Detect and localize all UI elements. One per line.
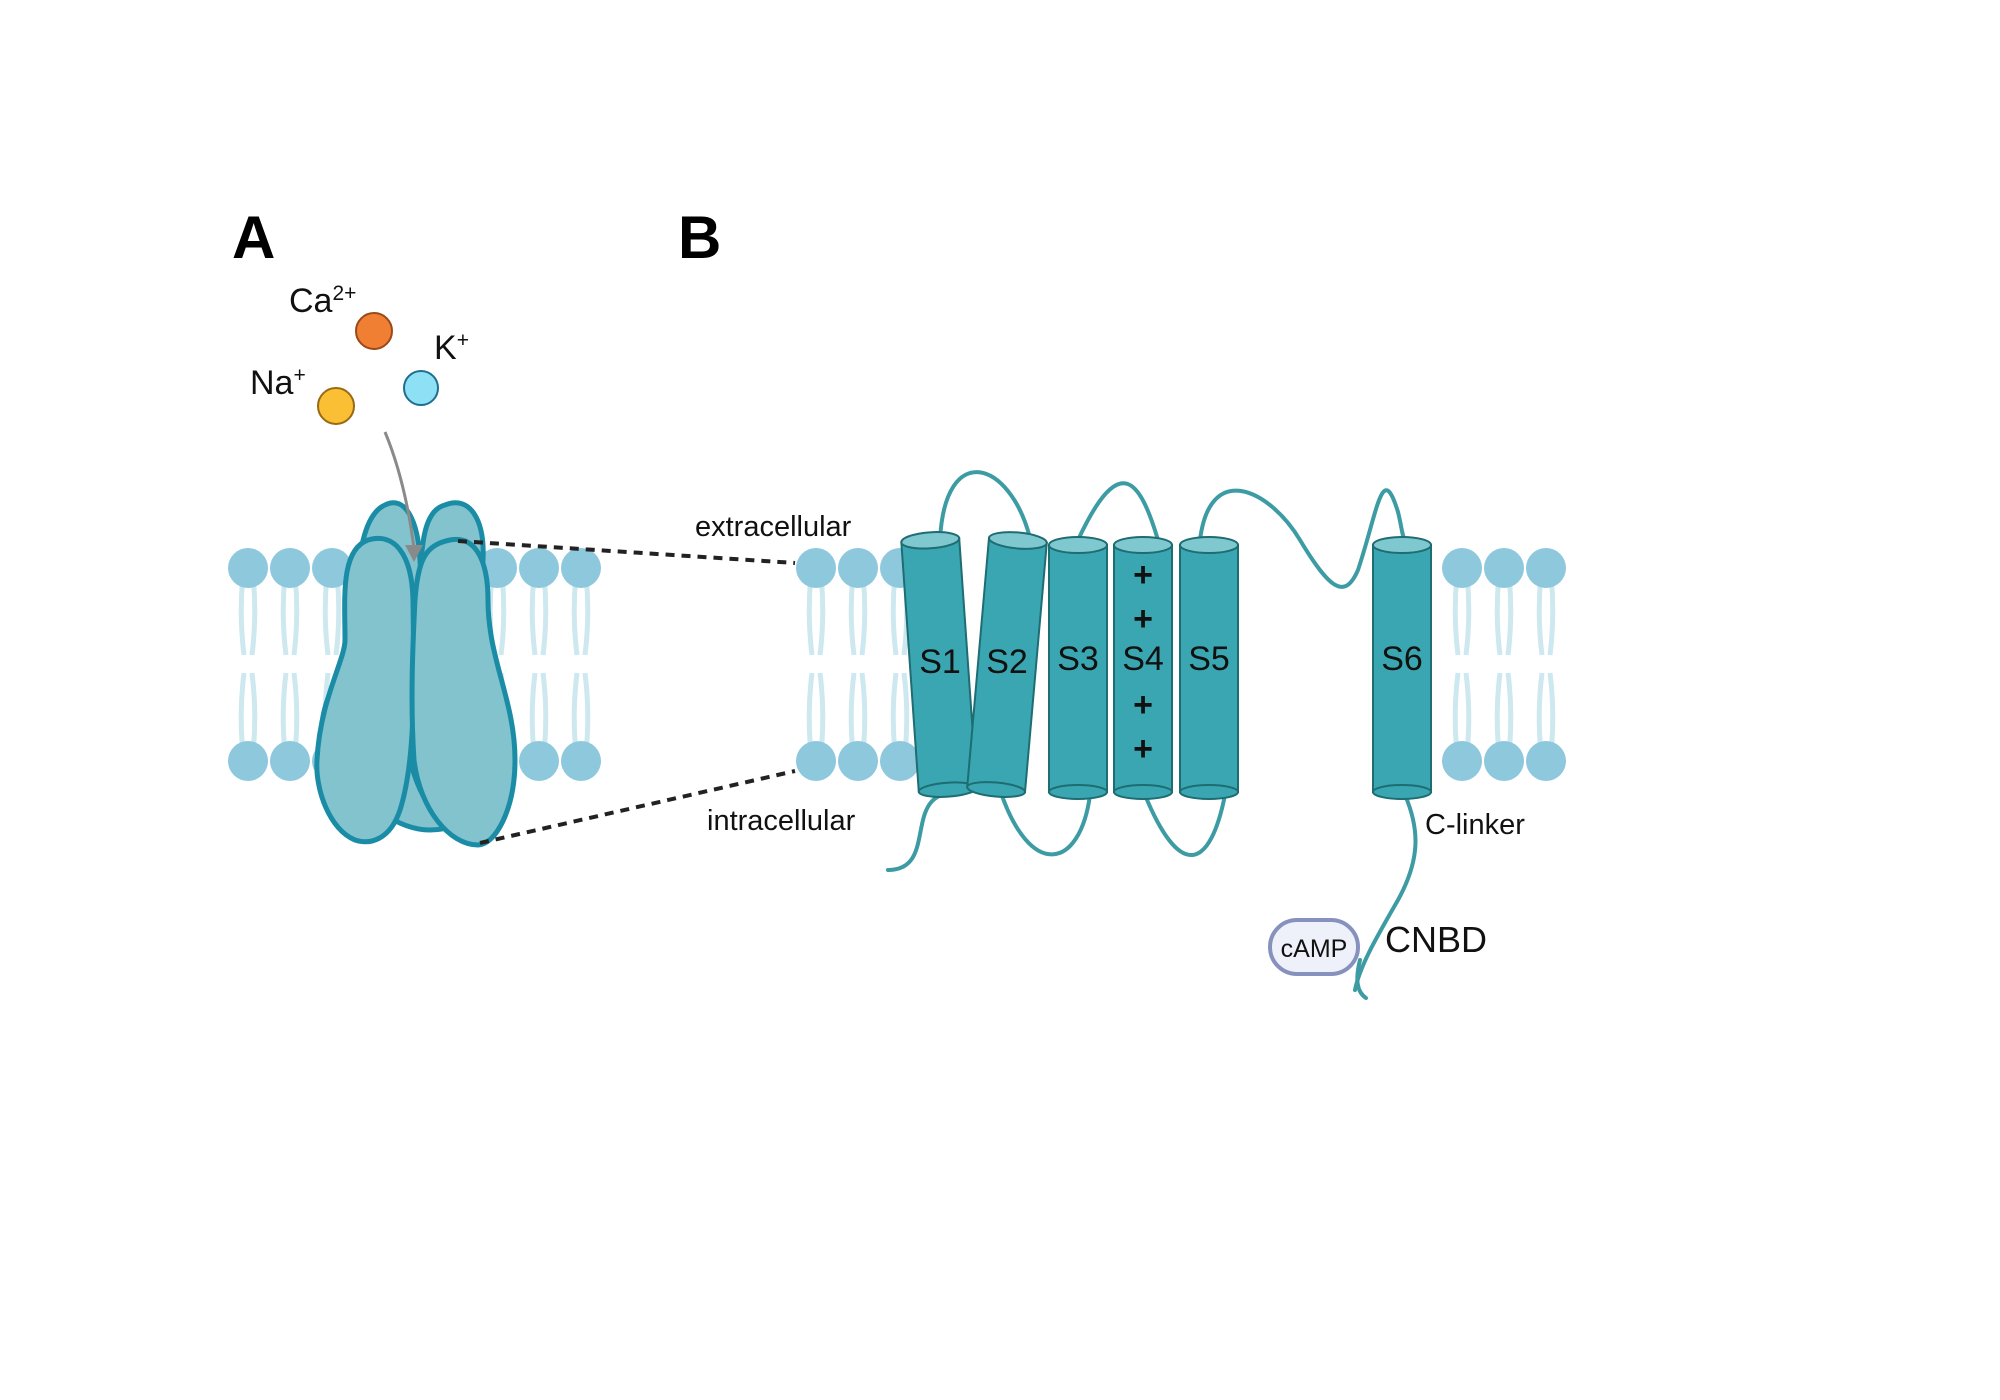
s4-charge-plus: +	[1133, 730, 1153, 768]
extracellular-label: extracellular	[695, 511, 852, 543]
loop-s3-s4	[1076, 481, 1160, 542]
transmembrane-helices	[900, 531, 1432, 800]
c-linker-label: C-linker	[1425, 809, 1525, 841]
ion-sodium: Na+	[250, 364, 355, 425]
loop-s1-s2	[938, 470, 1032, 542]
s4-charge-plus: +	[1133, 686, 1153, 724]
ion-channel	[314, 431, 518, 848]
s4-charge-plus: +	[1133, 600, 1153, 638]
calcium-label: Ca2+	[289, 282, 356, 320]
helix-s5	[1179, 536, 1239, 800]
calcium-ion-icon	[355, 312, 393, 350]
loop-s5-s6-pore	[1198, 488, 1407, 589]
helix-s2	[966, 531, 1048, 798]
potassium-label: K+	[434, 329, 469, 367]
camp-badge	[1268, 918, 1360, 976]
loop-s4-s5	[1143, 793, 1227, 857]
intracellular-label: intracellular	[707, 805, 856, 837]
n-terminus	[886, 790, 960, 872]
channel-subunit-front-right	[409, 536, 518, 848]
cnbd-label: CNBD	[1385, 919, 1487, 960]
s4-charges: + + + +	[1133, 556, 1153, 768]
c-terminus-tail	[1355, 958, 1368, 1000]
camp-label: cAMP	[1281, 935, 1348, 963]
helix-label-s5: S5	[1188, 640, 1230, 678]
potassium-ion-icon	[403, 370, 439, 406]
panel-label-a: A	[232, 204, 275, 271]
sodium-label: Na+	[250, 364, 306, 402]
helix-label-s1: S1	[919, 643, 961, 681]
c-terminus	[1353, 793, 1418, 992]
panel-label-b: B	[678, 204, 721, 271]
zoom-line-bottom	[479, 769, 796, 845]
sodium-ion-icon	[317, 387, 355, 425]
helix-s6	[1372, 536, 1432, 800]
helix-label-s4: S4	[1122, 640, 1164, 678]
ion-potassium: K+	[403, 329, 469, 406]
helix-label-s6: S6	[1381, 640, 1423, 678]
helix-labels: S1 S2 S3 S4 S5 S6	[919, 640, 1423, 681]
helix-s3	[1048, 536, 1108, 800]
camp-molecule: cAMP	[1268, 918, 1360, 976]
helix-label-s2: S2	[986, 643, 1028, 681]
zoom-line-top	[457, 539, 796, 565]
loop-s2-s3	[998, 788, 1092, 857]
ion-flow-arrow	[383, 431, 416, 549]
helix-label-s3: S3	[1057, 640, 1099, 678]
ion-flow-arrowhead	[405, 545, 423, 562]
s4-charge-plus: +	[1133, 556, 1153, 594]
helix-s1	[900, 531, 978, 798]
helix-s4	[1113, 536, 1173, 800]
ion-calcium: Ca2+	[289, 282, 393, 350]
